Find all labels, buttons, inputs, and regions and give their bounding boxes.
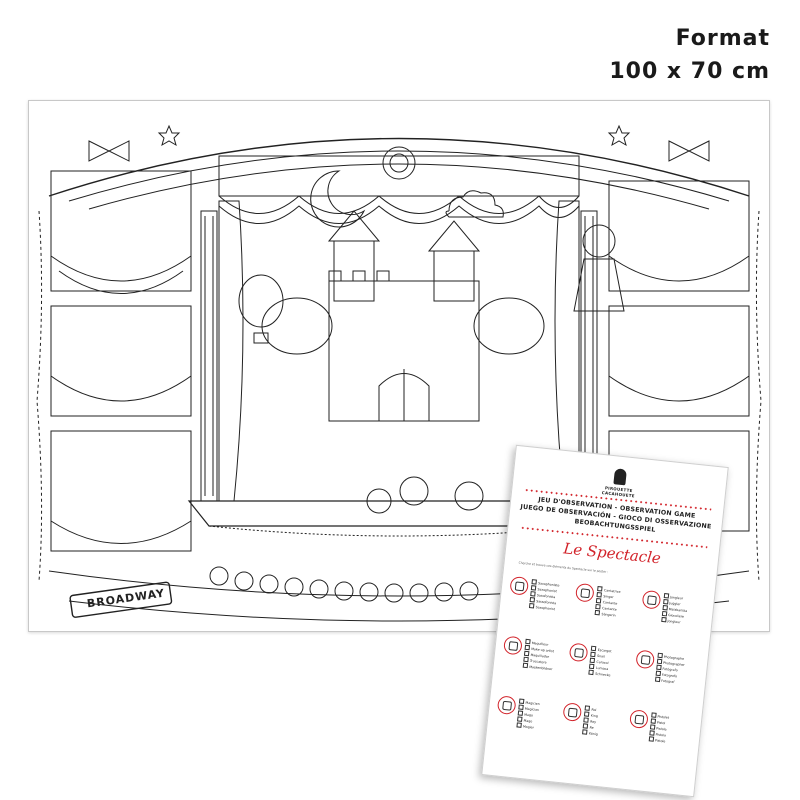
king-icon xyxy=(562,702,583,723)
singer-icon xyxy=(575,582,596,603)
format-size: 100 x 70 cm xyxy=(609,59,770,84)
word: König xyxy=(582,729,598,736)
item-words: Roi King Rey Re König xyxy=(582,704,600,736)
format-title: Format xyxy=(675,26,770,51)
item-words: Photographe Photographer Fotógrafo Fotog… xyxy=(655,652,686,685)
item-words: Cantatrice Singer Cantante Cantante Säng… xyxy=(595,585,621,618)
pistol-icon xyxy=(628,709,649,729)
magician-icon xyxy=(496,695,517,716)
observation-game-leaflet: PIROUETTE CACAHOUETE JEU D'OBSERVATION -… xyxy=(481,444,729,798)
item-saxophonist: Saxophoniste Saxophonist Saxofonista Sas… xyxy=(506,575,574,630)
peanut-logo-icon xyxy=(613,468,627,486)
word: Sängerin xyxy=(595,610,619,618)
item-juggler: Jongleur Juggler Malabarista Giocoliere … xyxy=(638,589,706,644)
item-makeup-artist: Maquilleur Make-up artist Maquillador Tr… xyxy=(500,635,568,690)
saxophone-icon xyxy=(509,575,530,596)
format-label: Format 100 x 70 cm xyxy=(609,22,770,88)
snail-icon xyxy=(569,642,589,663)
word: Pistole xyxy=(648,736,667,744)
item-words: Jongleur Juggler Malabarista Giocoliere … xyxy=(661,592,689,625)
item-words: Magicien Magician Mago Mago Magier xyxy=(516,697,540,730)
makeup-artist-icon xyxy=(503,635,523,656)
word: Jongleur xyxy=(661,616,687,624)
word: Schnecke xyxy=(589,669,611,677)
item-pistol: Pistolet Pistol Pistola Pistola Pistole xyxy=(626,709,694,763)
item-words: Escargot Snail Caracol Lumaca Schnecke xyxy=(589,645,614,678)
coloring-poster: BROADWAY xyxy=(28,100,770,632)
item-singer: Cantatrice Singer Cantante Cantante Säng… xyxy=(572,582,640,637)
item-photographer: Photographe Photographer Fotógrafo Fotog… xyxy=(632,649,700,703)
items-grid: Saxophoniste Saxophonist Saxofonista Sas… xyxy=(494,575,706,764)
item-words: Pistolet Pistol Pistola Pistola Pistole xyxy=(648,711,670,744)
item-king: Roi King Rey Re König xyxy=(560,702,628,756)
word: Magier xyxy=(516,722,537,730)
item-words: Saxophoniste Saxophonist Saxofonista Sas… xyxy=(529,578,560,611)
item-words: Maquilleur Make-up artist Maquillador Tr… xyxy=(523,638,556,671)
item-snail: Escargot Snail Caracol Lumaca Schnecke xyxy=(566,642,634,697)
photographer-icon xyxy=(634,649,655,670)
juggler-icon xyxy=(641,589,662,610)
item-magician: Magicien Magician Mago Mago Magier xyxy=(494,695,562,749)
